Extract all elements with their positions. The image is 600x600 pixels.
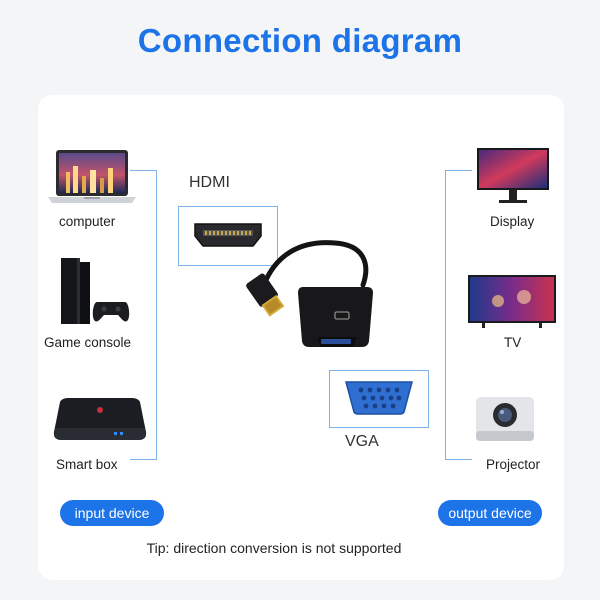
output-bracket (445, 170, 472, 460)
input-device-label-smart-box: Smart box (56, 457, 118, 472)
vga-label: VGA (345, 433, 379, 450)
output-device-label-display: Display (490, 214, 535, 229)
laptop-icon (48, 150, 136, 203)
tv-icon (468, 275, 556, 328)
input-bracket (130, 170, 157, 460)
hdmi-label: HDMI (189, 174, 230, 191)
input-device-label-game-console: Game console (44, 335, 132, 350)
output-device-label-projector: Projector (486, 457, 541, 472)
hdmi-port-icon (194, 223, 262, 247)
tip-note: Tip: direction conversion is not support… (146, 540, 402, 556)
monitor-icon (477, 148, 549, 203)
projector-icon (476, 397, 534, 441)
game-console-icon (61, 258, 130, 324)
hdmi-to-vga-adapter-icon (246, 240, 373, 347)
vga-port-icon (345, 381, 413, 415)
diagram-title: Connection diagram (137, 22, 463, 59)
input-device-badge: input device (60, 500, 164, 526)
smart-box-icon (53, 398, 147, 440)
output-device-badge: output device (438, 500, 542, 526)
input-device-label-computer: computer (59, 214, 116, 229)
output-device-label-tv: TV (504, 335, 522, 350)
